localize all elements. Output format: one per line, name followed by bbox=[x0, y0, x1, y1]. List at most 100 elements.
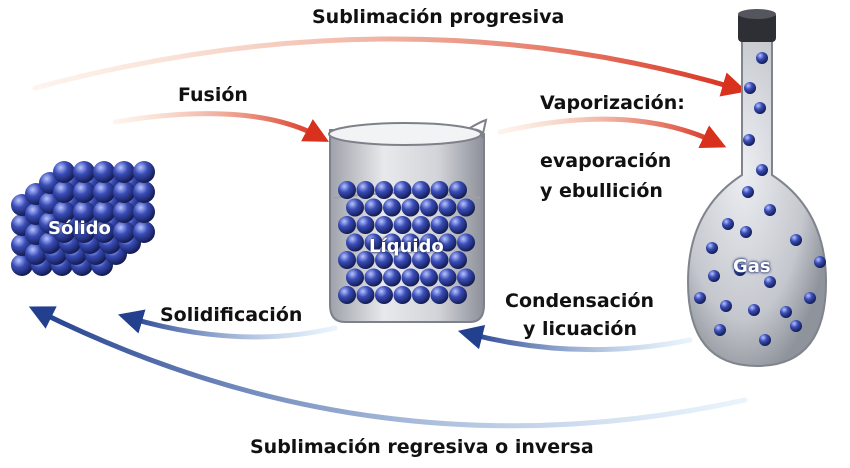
solid-particle bbox=[133, 221, 155, 243]
liquid-particle bbox=[338, 181, 356, 199]
liquid-particle bbox=[401, 198, 420, 217]
gas-particle bbox=[708, 270, 720, 282]
solid-particle bbox=[93, 201, 115, 223]
liquid-particle bbox=[338, 216, 356, 234]
liquid-particle bbox=[393, 251, 412, 269]
solid-particle bbox=[113, 161, 135, 183]
state-label-solid: Sólido bbox=[48, 218, 111, 239]
solid-particle bbox=[73, 181, 95, 203]
gas-particle bbox=[720, 300, 732, 312]
liquid-particle bbox=[430, 216, 449, 234]
solid-particle bbox=[133, 201, 155, 223]
gas-particle bbox=[790, 234, 802, 246]
liquid-particle bbox=[393, 181, 412, 199]
liquid-particle bbox=[375, 216, 393, 234]
liquid-particle bbox=[449, 286, 467, 304]
label-evaporacion: evaporación bbox=[540, 150, 672, 172]
liquid-particle bbox=[356, 286, 375, 304]
arrow-condensacion bbox=[457, 324, 693, 353]
liquid-particle bbox=[420, 198, 438, 217]
liquid-particle bbox=[383, 268, 401, 287]
state-label-liquid: Líquido bbox=[369, 236, 444, 257]
liquid-particle bbox=[356, 216, 375, 234]
solid-particle bbox=[53, 221, 75, 243]
gas-particle bbox=[804, 292, 816, 304]
liquid-particle bbox=[364, 198, 383, 217]
solid-particle bbox=[53, 201, 75, 223]
solid-particle bbox=[53, 181, 75, 203]
gas-particle bbox=[754, 102, 766, 114]
liquid-particle bbox=[383, 198, 401, 217]
label-solidificacion: Solidificación bbox=[160, 304, 303, 326]
liquid-particle bbox=[412, 216, 430, 234]
liquid-particle bbox=[420, 268, 438, 287]
solid-particle bbox=[73, 161, 95, 183]
liquid-particle bbox=[412, 251, 430, 269]
liquid-particle bbox=[401, 233, 420, 252]
liquid-particle bbox=[375, 181, 393, 199]
solid-particle bbox=[133, 161, 155, 183]
liquid-particle bbox=[346, 233, 364, 252]
gas-particle bbox=[790, 320, 802, 332]
liquid-particle bbox=[457, 198, 475, 217]
liquid-particle bbox=[393, 286, 412, 304]
state-label-gas: Gas bbox=[733, 256, 771, 277]
liquid-particle bbox=[430, 181, 449, 199]
gas-particle bbox=[764, 276, 776, 288]
arrow-sublimacion-regresiva bbox=[28, 306, 748, 429]
gas-particle bbox=[756, 52, 768, 64]
liquid-particle bbox=[375, 251, 393, 269]
gas-particle bbox=[734, 264, 746, 276]
gas-particle bbox=[740, 226, 752, 238]
liquid-particle bbox=[449, 251, 467, 269]
liquid-particle bbox=[420, 233, 438, 252]
liquid-particle bbox=[393, 216, 412, 234]
liquid-particle bbox=[338, 286, 356, 304]
solid-particle bbox=[133, 181, 155, 203]
liquid-particle bbox=[438, 268, 457, 287]
liquid-particle bbox=[364, 233, 383, 252]
liquid-particles bbox=[338, 181, 475, 304]
liquid-particle bbox=[449, 181, 467, 199]
liquid-particle bbox=[346, 198, 364, 217]
gas-particle bbox=[694, 292, 706, 304]
gas-particle bbox=[814, 256, 826, 268]
solid-particle bbox=[93, 181, 115, 203]
solid-particle bbox=[113, 201, 135, 223]
gas-particle bbox=[706, 242, 718, 254]
solid-particle bbox=[113, 181, 135, 203]
label-licuacion: y licuación bbox=[523, 318, 637, 340]
solid-particle bbox=[113, 221, 135, 243]
arrow-solidificacion bbox=[117, 309, 338, 340]
label-vaporizacion: Vaporización: bbox=[540, 92, 685, 114]
label-sublimacion-progresiva: Sublimación progresiva bbox=[312, 6, 565, 28]
gas-particle bbox=[764, 204, 776, 216]
liquid-particle bbox=[438, 233, 457, 252]
label-condensacion: Condensación bbox=[505, 290, 655, 312]
liquid-particle bbox=[430, 251, 449, 269]
gas-particle bbox=[759, 334, 771, 346]
liquid-particle bbox=[430, 286, 449, 304]
solid-particle bbox=[93, 221, 115, 243]
label-fusion: Fusión bbox=[178, 84, 248, 106]
gas-particle bbox=[744, 82, 756, 94]
liquid-particle bbox=[356, 251, 375, 269]
label-sublimacion-regresiva: Sublimación regresiva o inversa bbox=[250, 436, 594, 458]
gas-particle bbox=[742, 186, 754, 198]
solid-cube-icon bbox=[11, 161, 155, 276]
liquid-particle bbox=[412, 181, 430, 199]
liquid-particle bbox=[346, 268, 364, 287]
solid-particle bbox=[53, 161, 75, 183]
arrow-vaporizacion bbox=[497, 116, 727, 148]
liquid-particle bbox=[401, 268, 420, 287]
liquid-particle bbox=[457, 233, 475, 252]
liquid-particle bbox=[383, 233, 401, 252]
gas-particles bbox=[694, 52, 826, 346]
liquid-particle bbox=[364, 268, 383, 287]
arrow-sublimacion-progresiva bbox=[32, 36, 747, 97]
gas-particle bbox=[743, 134, 755, 146]
gas-particle bbox=[714, 324, 726, 336]
label-ebullicion: y ebullición bbox=[540, 180, 663, 202]
solid-particle bbox=[73, 221, 95, 243]
